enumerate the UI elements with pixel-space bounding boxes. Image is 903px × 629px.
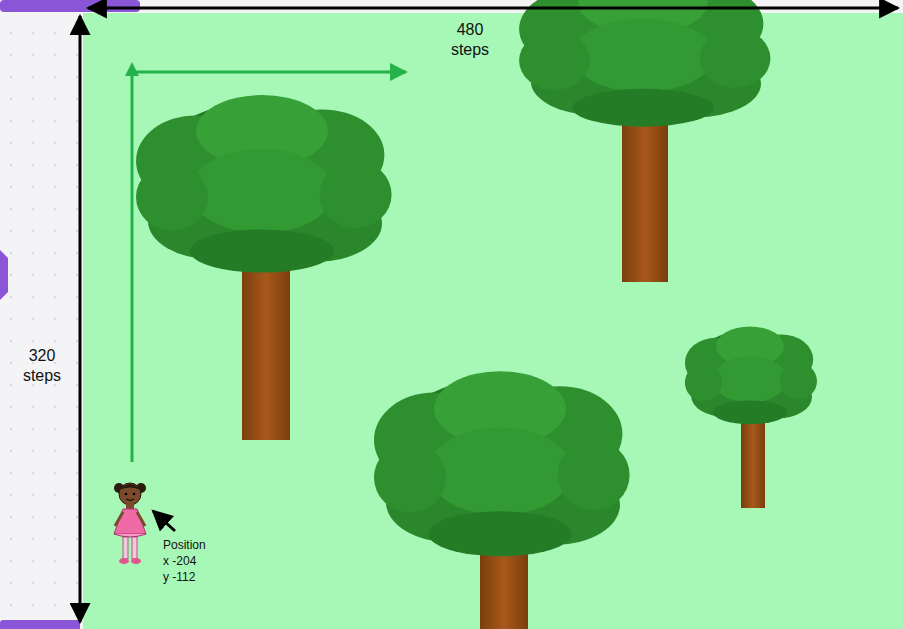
dimension-label: 320 steps (12, 346, 72, 386)
girl-sprite (114, 483, 146, 564)
position-label: Position (163, 538, 206, 553)
position-label: y -112 (163, 570, 195, 585)
position-label: x -204 (163, 554, 196, 569)
dimension-label: 480 steps (440, 20, 500, 60)
